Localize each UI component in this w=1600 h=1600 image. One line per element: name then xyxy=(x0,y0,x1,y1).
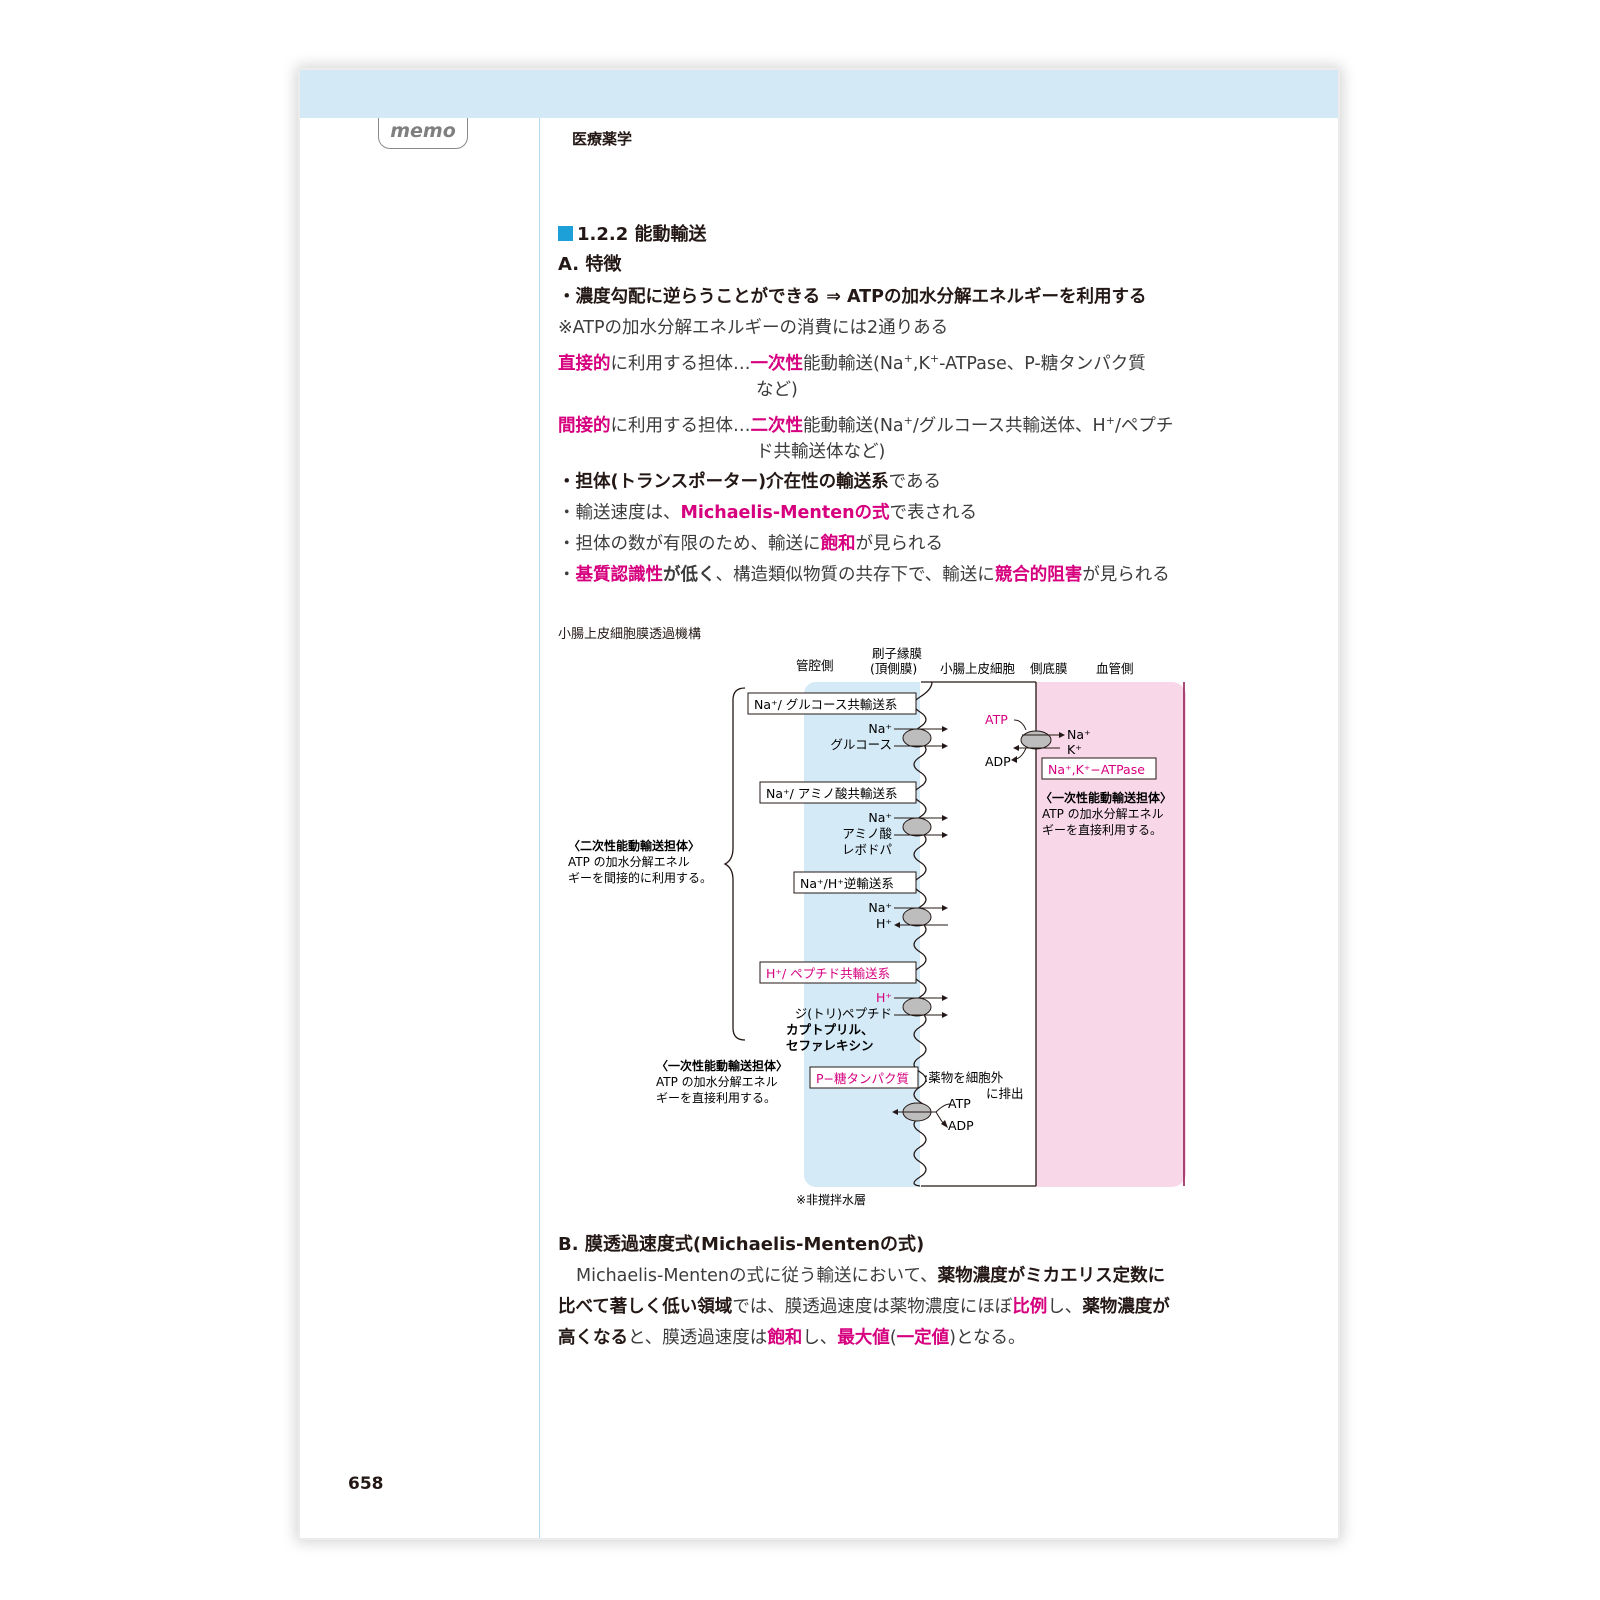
glucose-label: グルコース xyxy=(830,737,892,752)
amino-label: アミノ酸 xyxy=(842,826,892,841)
page-number: 658 xyxy=(348,1474,384,1494)
primary-carrier-right-desc-2: ギーを直接利用する。 xyxy=(1042,822,1162,837)
arrowhead-glucose xyxy=(942,743,948,749)
box-atpase-label: Na⁺,K⁺−ATPase xyxy=(1048,762,1145,777)
ldopa-label: レボドパ xyxy=(842,842,892,857)
atp-label-right: ATP xyxy=(985,712,1008,727)
box-na-amino xyxy=(759,781,917,804)
na-label-2: Na⁺ xyxy=(868,810,892,825)
adp-label-left: ADP xyxy=(948,1118,974,1133)
arrowhead-adp-right xyxy=(1011,756,1017,763)
feature-bullet-6: ・基質認識性が低く、構造類似物質の共存下で、輸送に競合的阻害が見られる xyxy=(558,565,1170,585)
transport-diagram: 小腸上皮細胞膜透過機構 管腔側 刷子縁膜 (頂側膜) 小腸上皮細胞 側底膜 血管… xyxy=(558,627,1186,1207)
arrowhead-h3 xyxy=(894,922,900,928)
lumen-region xyxy=(804,682,942,1187)
na-label-3: Na⁺ xyxy=(868,900,892,915)
carrier-2 xyxy=(902,817,932,837)
indirect-line: 間接的に利用する担体…二次性能動輸送(Na+/グルコース共輸送体、H+/ペプチ xyxy=(558,414,1174,436)
box-h-peptide-label: H⁺/ ペプチド共輸送系 xyxy=(766,966,890,981)
header-cell: 小腸上皮細胞 xyxy=(940,661,1016,676)
feature-bullet-5: ・担体の数が有限のため、輸送に飽和が見られる xyxy=(558,534,943,554)
arrowhead-na1 xyxy=(942,726,948,732)
box-na-amino-label: Na⁺/ アミノ酸共輸送系 xyxy=(766,786,898,801)
header-band xyxy=(300,70,1338,118)
box-h-peptide xyxy=(759,961,917,984)
carrier-4 xyxy=(902,997,932,1017)
arrowhead-h4 xyxy=(942,995,948,1001)
primary-carrier-left-desc-1: ATP の加水分解エネル xyxy=(656,1075,778,1089)
header-lumen: 管腔側 xyxy=(796,658,834,673)
cephalexin-label: セファレキシン xyxy=(786,1038,874,1053)
header-baso: 側底膜 xyxy=(1030,661,1068,676)
square-bullet-icon xyxy=(558,226,573,241)
header-brush-2: (頂側膜) xyxy=(870,661,917,676)
figure-footnote: ※非撹拌水層 xyxy=(796,1192,866,1207)
arrowhead-na-out xyxy=(1059,732,1065,738)
box-na-h-label: Na⁺/H⁺逆輸送系 xyxy=(800,876,894,891)
box-pgp-label: P−糖タンパク質 xyxy=(816,1071,909,1086)
atp-curve-left xyxy=(935,1103,951,1113)
blood-region xyxy=(1036,682,1186,1187)
direct-line-cont: など) xyxy=(756,380,798,400)
para-line-1: Michaelis-Mentenの式に従う輸送において、薬物濃度がミカエリス定数… xyxy=(576,1266,1166,1286)
primary-carrier-right-title: 〈一次性能動輸送担体〉 xyxy=(1040,790,1172,805)
na-label-1: Na⁺ xyxy=(868,721,892,736)
captopril-label: カプトプリル、 xyxy=(786,1022,874,1037)
box-na-h xyxy=(793,871,917,894)
arrowhead-k-in xyxy=(1013,745,1019,751)
atp-label-left: ATP xyxy=(948,1096,971,1111)
box-pgp xyxy=(809,1066,919,1089)
box-na-glucose xyxy=(747,692,917,715)
arrowhead-pgp-out xyxy=(892,1109,898,1115)
peptide-label: ジ(トリ)ペプチド xyxy=(795,1006,892,1021)
arrowhead-peptide xyxy=(942,1012,948,1018)
cell-region xyxy=(920,682,1036,1187)
adp-label-right: ADP xyxy=(985,754,1011,769)
feature-line-2: ※ATPの加水分解エネルギーの消費には2通りある xyxy=(558,318,949,338)
primary-carrier-left-title: 〈一次性能動輸送担体〉 xyxy=(656,1058,788,1073)
arrowhead-amino xyxy=(942,832,948,838)
running-head: 医療薬学 xyxy=(572,130,633,148)
primary-carrier-left-desc-2: ギーを直接利用する。 xyxy=(656,1090,776,1105)
carrier-1 xyxy=(902,728,932,748)
arrowhead-na3 xyxy=(942,905,948,911)
header-brush-1: 刷子縁膜 xyxy=(872,646,922,661)
pgp-desc-2: に排出 xyxy=(986,1086,1024,1101)
memo-tab: memo xyxy=(378,118,468,149)
secondary-carrier-desc-1: ATP の加水分解エネル xyxy=(568,855,690,869)
subsection-a-title: A. 特徴 xyxy=(558,254,622,275)
margin-divider xyxy=(539,118,540,1538)
h-label-4: H⁺ xyxy=(876,990,892,1005)
na-label-right: Na⁺ xyxy=(1067,727,1091,742)
arrowhead-adp-left xyxy=(941,1120,948,1128)
figure-title: 小腸上皮細胞膜透過機構 xyxy=(558,627,701,642)
box-atpase xyxy=(1041,757,1157,780)
carrier-3 xyxy=(902,907,932,927)
pgp-desc-1: :薬物を細胞外 xyxy=(924,1070,1004,1085)
atp-curve-right xyxy=(1013,719,1027,731)
section-title: 1.2.2 能動輸送 xyxy=(558,224,707,246)
secondary-carrier-desc-2: ギーを間接的に利用する。 xyxy=(568,870,712,885)
h-label-3: H⁺ xyxy=(876,916,892,931)
box-na-glucose-label: Na⁺/ グルコース共輸送系 xyxy=(754,697,897,712)
book-page: memo 医療薬学 658 1.2.2 能動輸送 A. 特徴 ・濃度勾配に逆らう… xyxy=(300,70,1338,1538)
arrowhead-na2 xyxy=(942,815,948,821)
direct-line: 直接的に利用する担体…一次性能動輸送(Na+,K+-ATPase、P-糖タンパク… xyxy=(558,352,1146,374)
secondary-brace xyxy=(723,687,746,1041)
blood-region-edge xyxy=(1036,682,1056,1187)
feature-bullet-3: ・担体(トランスポーター)介在性の輸送系である xyxy=(558,472,941,492)
feature-line-1: ・濃度勾配に逆らうことができる ⇒ ATPの加水分解エネルギーを利用する xyxy=(558,287,1147,307)
header-blood: 血管側 xyxy=(1096,661,1134,676)
subsection-b-title: B. 膜透過速度式(Michaelis-Mentenの式) xyxy=(558,1234,925,1255)
primary-carrier-right-desc-1: ATP の加水分解エネル xyxy=(1042,807,1164,821)
atpase-pump xyxy=(1020,730,1052,750)
indirect-line-cont: ド共輸送体など) xyxy=(756,442,886,462)
feature-bullet-4: ・輸送速度は、Michaelis-Mentenの式で表される xyxy=(558,503,978,523)
k-label-right: K⁺ xyxy=(1067,742,1082,757)
para-line-3: 高くなると、膜透過速度は飽和し、最大値(一定値)となる。 xyxy=(558,1328,1026,1348)
para-line-2: 比べて著しく低い領域では、膜透過速度は薬物濃度にほぼ比例し、薬物濃度が xyxy=(558,1297,1170,1317)
secondary-carrier-title: 〈二次性能動輸送担体〉 xyxy=(568,838,700,853)
